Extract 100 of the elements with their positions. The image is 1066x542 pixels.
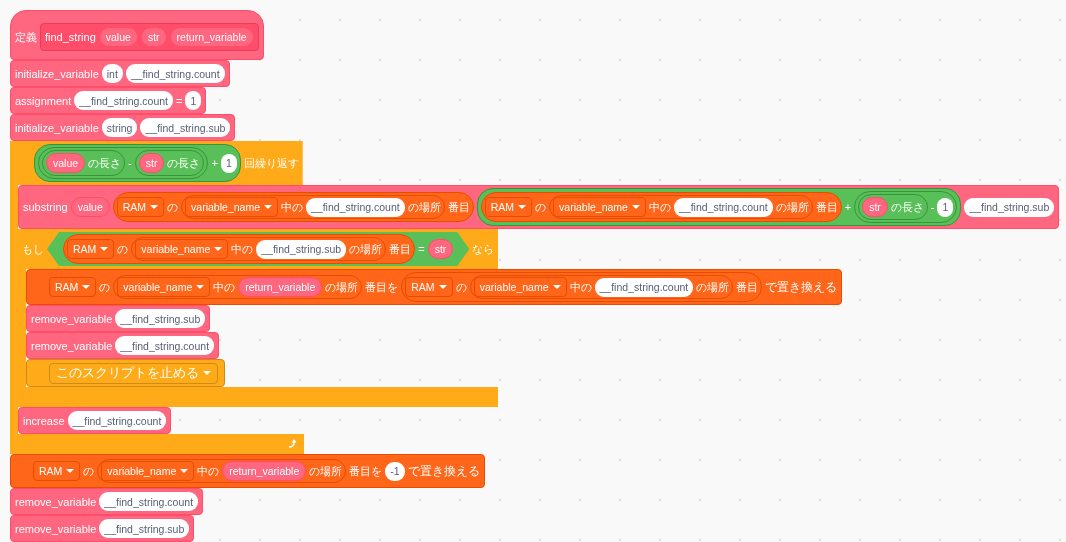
input-field: -1 [385, 461, 405, 481]
input-field: __find_string.count [115, 336, 215, 355]
operator-reporter [38, 147, 209, 179]
command-block [10, 87, 207, 114]
block-text: 番目 [447, 199, 470, 215]
block-text: - [930, 201, 935, 213]
block-text: 中の [197, 463, 220, 479]
argument-reporter: value [46, 153, 86, 173]
reporter-block [112, 192, 474, 222]
reporter-block [131, 237, 387, 261]
block-text: 中の [281, 199, 303, 215]
input-field: __find_string.count [67, 411, 167, 430]
block-text: substring [23, 201, 68, 213]
operator-reporter [854, 191, 958, 223]
input-field: __find_string.sub [99, 519, 190, 538]
block-text: + [844, 201, 852, 213]
command-block [18, 407, 172, 434]
reporter-block [480, 192, 842, 222]
dropdown-menu: RAM [405, 277, 453, 297]
block-text: もし [22, 241, 44, 257]
argument-reporter: str [862, 197, 888, 217]
reporter-block [181, 195, 445, 219]
block-text: = [418, 243, 425, 255]
block-text: 番目 [815, 199, 838, 215]
dropdown-menu: RAM [49, 277, 97, 297]
dropdown-menu: variable_name [117, 277, 211, 297]
block-text: 番目 [736, 279, 759, 295]
operator-reporter [476, 188, 962, 226]
argument-reporter: return_variable [222, 461, 307, 481]
block-text: の場所 [309, 463, 343, 479]
block-text: の [535, 199, 547, 215]
block-text: find_string [45, 31, 96, 43]
command-block [18, 185, 1060, 229]
input-field: 1 [220, 153, 237, 173]
command-block [10, 114, 236, 141]
input-field: __find_string.sub [140, 118, 231, 137]
operator-reporter [42, 150, 126, 176]
dropdown-menu: variable_name [101, 461, 195, 481]
input-field: int [101, 64, 123, 83]
block-text: remove_variable [31, 312, 113, 325]
block-text: の [99, 279, 111, 295]
dropdown-menu: RAM [67, 239, 115, 259]
dropdown-menu: variable_name [553, 197, 646, 217]
input-field: __find_string.count [125, 64, 225, 83]
block-text: なら [472, 241, 495, 257]
input-field: string [101, 118, 138, 137]
argument-reporter: str [140, 27, 167, 47]
block-text: initialize_variable [15, 121, 99, 134]
argument-reporter: return_variable [238, 277, 323, 297]
block-text: 番目を [349, 463, 383, 479]
reporter-block [113, 275, 363, 299]
custom-block-prototype [40, 23, 259, 51]
block-text: の長さ [88, 155, 122, 171]
dropdown-menu: variable_name [473, 277, 567, 297]
reporter-block [401, 272, 763, 302]
reporter-block [63, 234, 416, 264]
dropdown-menu: RAM [484, 197, 533, 217]
block-text: の [167, 199, 179, 215]
block-text: で置き換える [407, 462, 480, 480]
block-text: の場所 [775, 199, 809, 215]
block-text: 定義 [15, 29, 37, 45]
input-field: __find_string.sub [115, 309, 206, 328]
input-field: __find_string.count [673, 197, 773, 217]
input-field: __find_string.sub [256, 239, 347, 259]
block-text: 回繰り返す [243, 155, 299, 171]
block-text: increase [23, 414, 65, 427]
command-block [26, 269, 843, 305]
argument-reporter: str [427, 239, 454, 259]
block-text: remove_variable [15, 495, 97, 508]
dropdown-menu: RAM [116, 197, 165, 217]
input-field: __find_string.count [594, 277, 694, 297]
block-text: の [117, 241, 129, 257]
block-text: の [83, 463, 95, 479]
block-text: - [128, 157, 132, 169]
block-text: の [455, 279, 467, 295]
command-block [26, 332, 220, 359]
command-block [10, 60, 230, 87]
block-text: の長さ [167, 155, 201, 171]
argument-reporter: value [70, 197, 110, 217]
dropdown-menu: variable_name [135, 239, 229, 259]
block-text: remove_variable [31, 339, 113, 352]
block-text: remove_variable [15, 522, 97, 535]
reporter-block [97, 459, 347, 483]
argument-reporter: return_variable [169, 27, 254, 47]
operator-reporter [34, 144, 241, 182]
block-text: = [176, 94, 183, 107]
input-field: __find_string.count [306, 197, 405, 217]
input-field: 1 [937, 197, 954, 217]
input-field: __find_string.sub [964, 197, 1055, 217]
block-text: の長さ [890, 199, 924, 215]
command-block [26, 305, 211, 332]
reporter-block [549, 195, 813, 219]
dropdown-menu: このスクリプトを止める [49, 362, 218, 384]
block-text: assignment [15, 94, 72, 107]
reporter-block [469, 275, 734, 299]
argument-reporter: str [138, 153, 165, 173]
input-field: __find_string.count [74, 91, 173, 110]
block-text: の場所 [349, 241, 383, 257]
input-field: 1 [185, 91, 202, 110]
input-field: __find_string.count [99, 492, 199, 511]
